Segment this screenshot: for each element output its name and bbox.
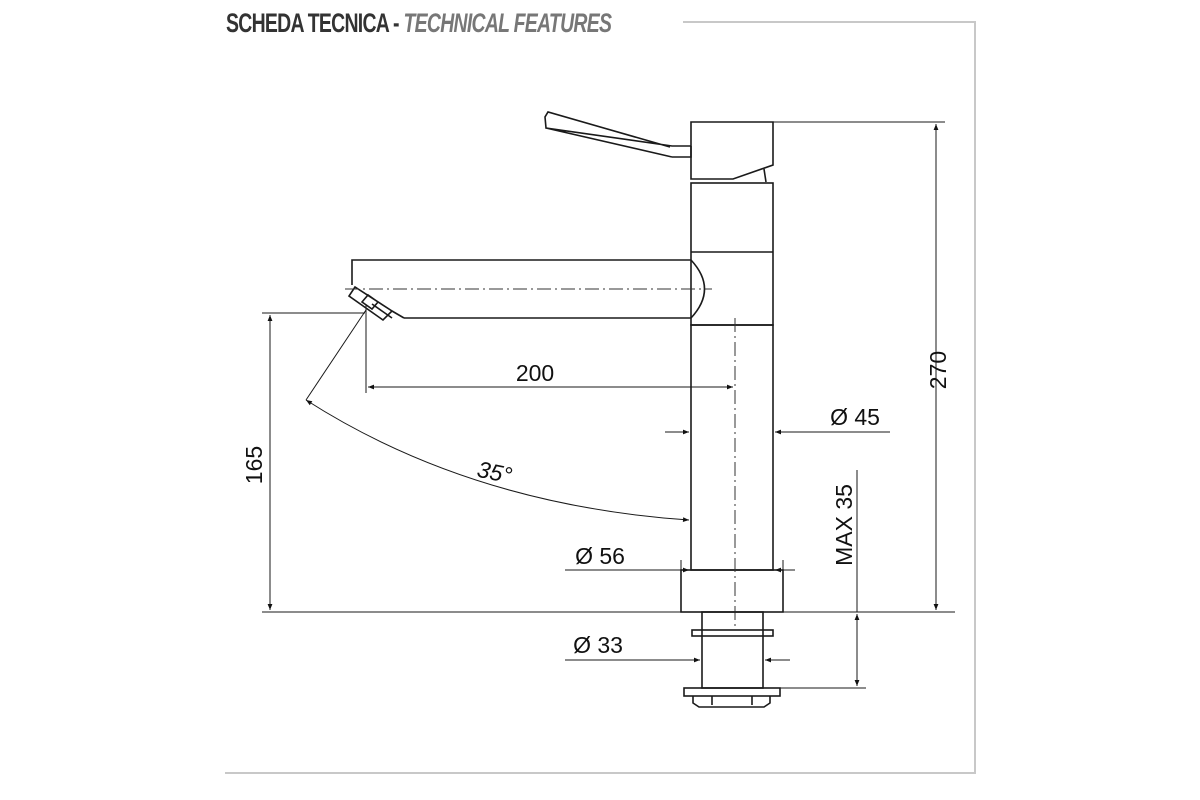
dim-total-height: 270 <box>925 351 951 389</box>
aerator <box>347 285 394 322</box>
dim-body-diameter: Ø 45 <box>830 404 880 430</box>
lever-handle <box>544 111 692 158</box>
spout <box>351 259 706 319</box>
faucet-body <box>690 182 774 326</box>
center-lines <box>345 288 736 630</box>
title-italian: SCHEDA TECNICA <box>226 8 389 38</box>
shank <box>701 611 764 689</box>
dim-base-diameter: Ø 56 <box>575 543 625 569</box>
frame <box>225 21 976 774</box>
faucet-stem <box>690 324 774 571</box>
dim-max-thickness: MAX 35 <box>831 484 857 566</box>
fixing-nut <box>683 687 781 697</box>
dimension-lines <box>262 121 955 689</box>
dim-spout-reach: 200 <box>516 360 554 386</box>
dim-spout-height: 165 <box>241 446 267 484</box>
dim-shank-diameter: Ø 33 <box>573 632 623 658</box>
faucet-outline <box>347 111 784 708</box>
title-separator: - <box>388 8 404 38</box>
page-title: SCHEDA TECNICA - TECHNICAL FEATURES <box>226 8 612 39</box>
cartridge-cap <box>690 121 774 180</box>
base-ring <box>680 569 784 613</box>
dim-swivel-angle: 35° <box>475 456 514 489</box>
title-english: TECHNICAL FEATURES <box>403 8 612 38</box>
